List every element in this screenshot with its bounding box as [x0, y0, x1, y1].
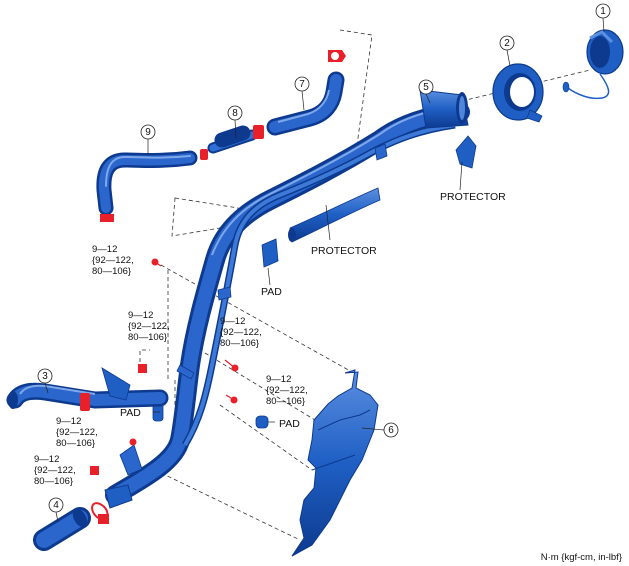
callout-3: 3 — [37, 368, 53, 384]
protector-mid-label: PROTECTOR — [311, 245, 377, 257]
torque-a-line1: 9—12 — [92, 244, 117, 255]
pad-mid — [261, 238, 279, 268]
pad-right — [255, 415, 269, 429]
torque-f-line2: {92—122, — [34, 465, 76, 476]
hose-part-7 — [266, 71, 345, 136]
torque-e-line2: {92—122, — [56, 427, 98, 438]
callout-3-label: 3 — [42, 371, 48, 382]
torque-e-line1: 9—12 — [56, 416, 81, 427]
torque-spec-d: 9—12 {92—122, 80—106} — [266, 374, 308, 407]
callout-1: 1 — [595, 3, 611, 19]
bracket — [101, 367, 131, 401]
torque-b-line1: 9—12 — [128, 310, 153, 321]
torque-b-line2: {92—122, — [128, 321, 170, 332]
filler-pipe-part-5 — [104, 89, 470, 509]
torque-spec-f: 9—12 {92—122, 80—106} — [34, 454, 76, 487]
clamp — [200, 149, 208, 160]
torque-c-line1: 9—12 — [220, 316, 245, 327]
clamp — [100, 214, 114, 222]
filler-ring-part-2 — [492, 63, 544, 123]
pad-mid-label: PAD — [261, 286, 282, 298]
callout-6-label: 6 — [388, 425, 394, 436]
brackets — [119, 143, 388, 476]
callout-1-label: 1 — [600, 6, 606, 17]
fuel-cap-part-1 — [562, 29, 624, 100]
callout-5-label: 5 — [423, 82, 429, 93]
protector-top-label: PROTECTOR — [440, 191, 506, 203]
callout-8-label: 8 — [232, 108, 238, 119]
torque-spec-e: 9—12 {92—122, 80—106} — [56, 416, 98, 449]
clamp — [331, 52, 339, 60]
callout-8: 8 — [227, 105, 243, 121]
callout-6: 6 — [383, 422, 399, 438]
callout-5: 5 — [418, 79, 434, 95]
clamp — [80, 393, 90, 411]
clamp — [253, 125, 264, 139]
callout-2-label: 2 — [504, 38, 510, 49]
callout-9: 9 — [140, 124, 156, 140]
callout-7-label: 7 — [299, 79, 305, 90]
torque-units-label: N·m {kgf-cm, in-lbf} — [541, 552, 622, 563]
callout-2: 2 — [499, 35, 515, 51]
pad-left-label: PAD — [120, 407, 141, 419]
shield-part-6 — [291, 369, 379, 557]
torque-f-line1: 9—12 — [34, 454, 59, 465]
torque-c-line3: 80—106} — [220, 338, 259, 349]
torque-spec-b: 9—12 {92—122, 80—106} — [128, 310, 170, 343]
protector-top — [455, 135, 477, 169]
callout-4: 4 — [48, 497, 64, 513]
label-leaders — [44, 17, 605, 523]
hose-part-4 — [33, 507, 91, 551]
torque-d-line2: {92—122, — [266, 385, 308, 396]
torque-f-line3: 80—106} — [34, 476, 73, 487]
hose-clamp-4 — [91, 502, 109, 524]
torque-d-line1: 9—12 — [266, 374, 291, 385]
torque-a-line2: {92—122, — [92, 255, 134, 266]
pipe-part-8 — [207, 125, 258, 154]
bolt-shafts — [154, 261, 236, 401]
protector-mid — [288, 187, 381, 243]
hose-part-3 — [6, 382, 169, 409]
pad-right-label: PAD — [279, 418, 300, 430]
torque-d-line3: 80—106} — [266, 396, 305, 407]
torque-e-line3: 80—106} — [56, 438, 95, 449]
torque-spec-c: 9—12 {92—122, 80—106} — [220, 316, 262, 349]
callout-7: 7 — [294, 76, 310, 92]
callout-9-label: 9 — [145, 127, 151, 138]
torque-b-line3: 80—106} — [128, 332, 167, 343]
torque-spec-a: 9—12 {92—122, 80—106} — [92, 244, 134, 277]
torque-c-line2: {92—122, — [220, 327, 262, 338]
torque-a-line3: 80—106} — [92, 266, 131, 277]
callout-4-label: 4 — [53, 500, 59, 511]
hose-part-9 — [96, 150, 198, 216]
